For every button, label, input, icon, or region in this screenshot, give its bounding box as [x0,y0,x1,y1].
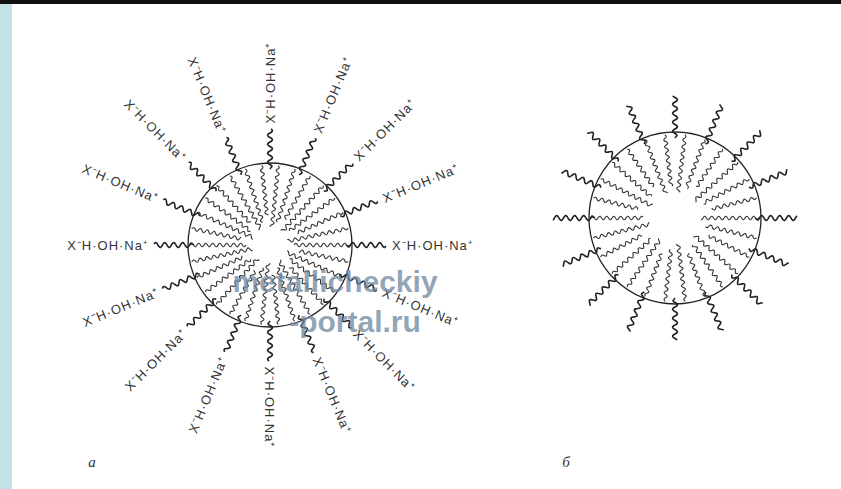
hydrocarbon-tail [205,198,250,231]
hydrocarbon-tail [601,179,653,206]
surfactant-chain [749,249,789,266]
ion-label: X⁻H·OH·Na⁺ [184,54,232,136]
surfactant-chain [268,129,273,169]
hydrocarbon-tail [664,135,673,187]
surfactant-chain [673,298,678,340]
ion-label: X⁻H·OH·Na⁺ [308,354,356,436]
surfactant-chain [755,216,797,221]
figure-letter: б [562,454,570,471]
hydrocarbon-tail [593,222,649,238]
hydrocarbon-tail [245,169,262,222]
ion-label: X⁻H·OH·Na⁺ [79,283,161,331]
hydrocarbon-tail [612,239,650,274]
hydrocarbon-tail [627,149,653,187]
surfactant-chain [732,275,763,304]
surfactant-chain [705,292,724,330]
surfactant-chain [563,248,601,267]
hydrocarbon-tail [712,197,757,210]
surfactant-chain [627,292,644,332]
hydrocarbon-tail [230,176,260,230]
surfactant-chain [589,275,618,306]
surfactant-chain [324,164,353,192]
hydrocarbon-tail [696,162,738,202]
ion-label: X⁻H·OH·Na⁺ [261,42,279,123]
hydrocarbon-tail [612,162,651,196]
hydrocarbon-tail [190,243,246,246]
hydrocarbon-tail [688,253,705,296]
surfactant-chain [561,170,601,187]
surfactant-chain [299,138,316,175]
surfactant-chain [187,299,216,327]
hydrocarbon-tail [285,176,310,220]
hydrocarbon-tail [287,228,348,242]
hydrocarbon-tail [260,165,268,215]
hydrocarbon-tail [709,235,749,257]
surfactant-chain [162,273,199,289]
page-border [0,0,841,4]
ion-label: X⁻H·OH·Na⁺ [261,367,279,448]
hydrocarbon-tail [704,179,750,204]
hydrocarbon-tail [192,228,241,240]
hydrocarbon-tail [270,165,279,226]
surfactant-chain [226,137,242,174]
ion-label: X⁻H·OH·Na⁺ [350,95,420,165]
ion-label: X⁻H·OH·Na⁺ [79,159,161,207]
surfactant-chain [673,96,678,138]
watermark: -portal.ru [289,305,421,339]
surfactant-chain [553,216,595,221]
hydrocarbon-tail [299,250,348,262]
surfactant-chain [346,243,386,248]
hydrocarbon-tail [676,244,686,301]
surfactant-chain [154,243,194,248]
surfactant-chain [587,132,618,161]
ion-label: X⁻H·OH·Na⁺ [184,354,232,436]
hydrocarbon-tail [677,135,686,193]
hydrocarbon-tail [593,197,637,209]
ion-label: X⁻H·OH·Na⁺ [67,236,148,254]
hydrocarbon-tail [701,216,759,220]
hydrocarbon-tail [664,250,672,302]
hydrocarbon-tail [692,245,722,287]
ion-label: X⁻H·OH·Na⁺ [392,236,473,254]
hydrocarbon-tail [298,212,343,234]
ion-label: X⁻H·OH·Na⁺ [120,325,190,395]
micelle-boundary [188,163,352,327]
hydrocarbon-tail [601,235,642,257]
surfactant-chain [732,130,761,161]
hydrocarbon-tail [696,149,723,186]
surfactant-chain [749,169,787,188]
hydrocarbon-tail [192,248,253,262]
hydrocarbon-tail [294,243,350,246]
surfactant-chain [626,106,645,144]
ion-label: X⁻H·OH·Na⁺ [379,159,461,207]
ion-label: X⁻H·OH·Na⁺ [308,54,356,136]
hydrocarbon-tail [693,236,738,273]
surfactant-chain [163,199,200,216]
surfactant-chain [706,104,723,144]
watermark: metallicheckiy [232,265,437,299]
figure-letter: а [88,454,96,471]
hydrocarbon-tail [289,198,334,231]
ion-label: X⁻H·OH·Na⁺ [120,95,190,165]
hydrocarbon-tail [591,216,643,219]
surfactant-chain [224,315,241,352]
surfactant-chain [189,162,217,191]
surfactant-chain [340,201,377,217]
page-border [0,0,12,489]
surfactant-chain [268,321,273,361]
hydrocarbon-tail [276,169,295,222]
